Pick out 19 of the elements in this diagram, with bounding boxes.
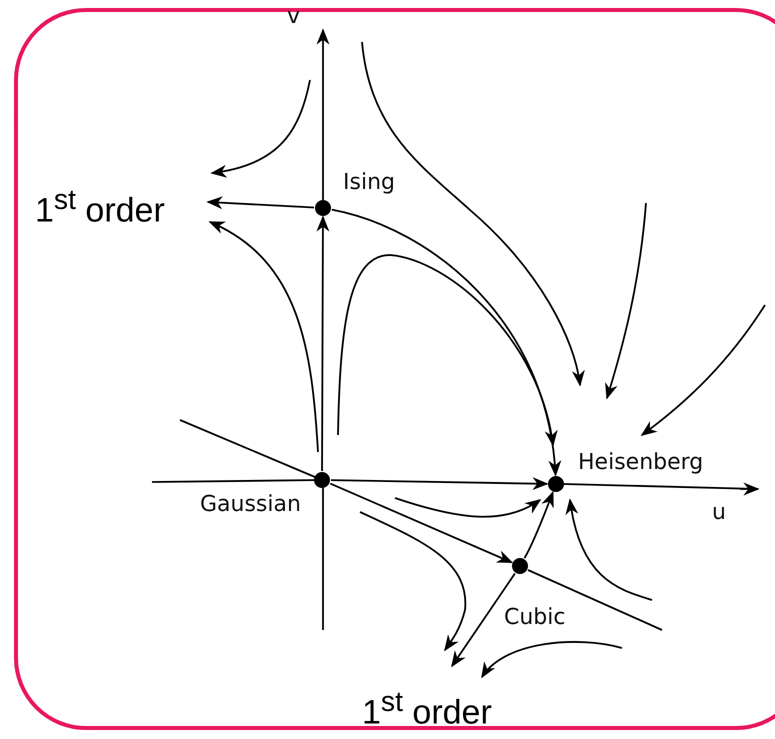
flow-arrow (330, 482, 514, 564)
axis-label: v (287, 4, 300, 30)
fixed-point-dot (314, 472, 330, 488)
fixed-point-dot (548, 476, 564, 492)
fixed-point-label: Gaussian (200, 492, 301, 518)
fixed-point-label: Cubic (504, 605, 566, 631)
fixed-point-label: Heisenberg (578, 450, 704, 476)
flow-arrow (524, 490, 554, 559)
phase-label: 1$^{st}$ order (362, 682, 492, 732)
fixed-point-dot (315, 200, 331, 216)
fixed-point-label: Ising (343, 170, 395, 196)
flow-arrow (332, 208, 560, 477)
flow-arrow (316, 215, 330, 471)
flow-arrow (206, 196, 314, 210)
axis-label: u (712, 500, 726, 526)
flow-arrow (451, 572, 516, 668)
fixed-point-dot (512, 558, 528, 574)
phase-label: 1$^{st}$ order (35, 180, 165, 230)
flow-arrow (330, 477, 549, 490)
